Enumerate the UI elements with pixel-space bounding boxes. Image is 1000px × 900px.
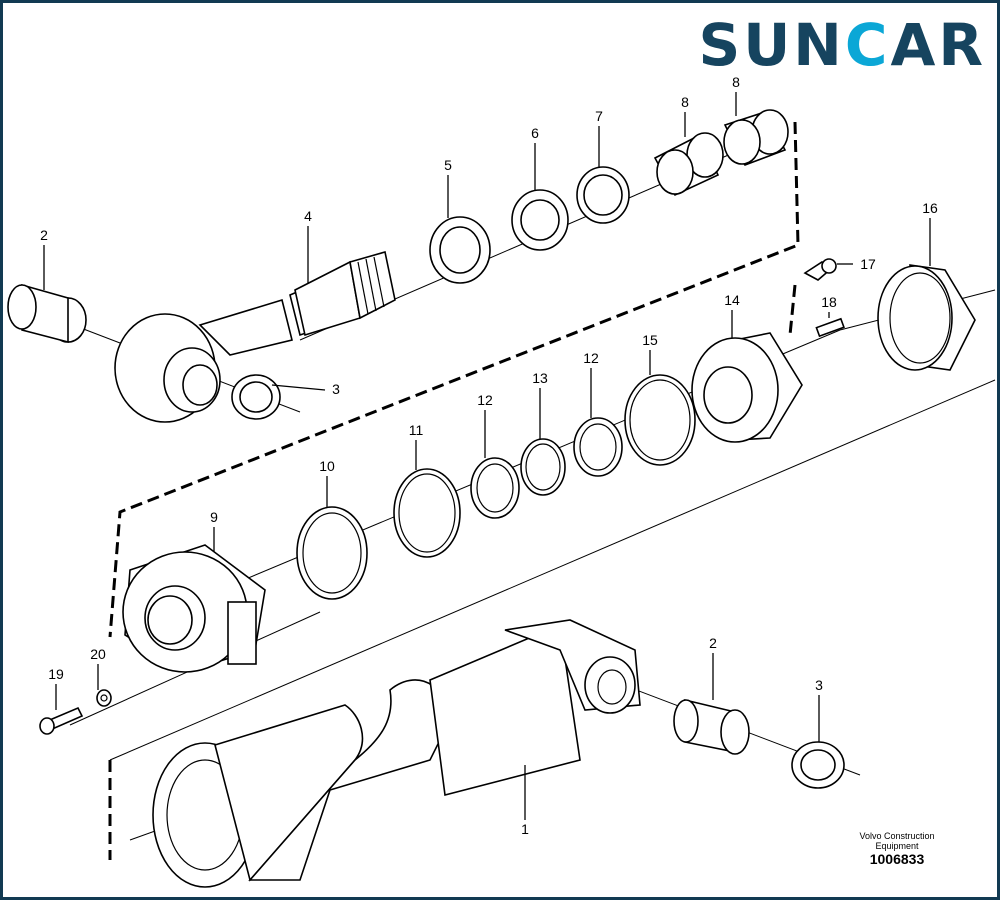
- callout-8-right: 8: [732, 74, 740, 90]
- callout-12-right: 12: [583, 350, 599, 366]
- caption-line-2: Equipment: [875, 841, 919, 851]
- break-lines: [108, 121, 996, 860]
- screw-17: [803, 258, 837, 281]
- logo-text-sun: SUN: [698, 11, 845, 79]
- screw-19: [39, 706, 84, 735]
- callout-7: 7: [595, 108, 603, 124]
- callout-9: 9: [210, 509, 218, 525]
- bushing-8-right: [723, 109, 789, 167]
- ring-16: [877, 264, 976, 371]
- callout-16: 16: [922, 200, 938, 216]
- callout-2-bottom: 2: [709, 635, 717, 651]
- callout-6: 6: [531, 125, 539, 141]
- bushing-2-bottom: [673, 698, 750, 755]
- callout-10: 10: [319, 458, 335, 474]
- seal-5: [429, 216, 491, 284]
- callout-20: 20: [90, 646, 106, 662]
- drawing-number: 1006833: [869, 851, 925, 867]
- callout-15: 15: [642, 332, 658, 348]
- callout-14: 14: [724, 292, 740, 308]
- bushing-2-top: [7, 283, 87, 344]
- washer-20: [96, 689, 112, 707]
- seal-ring-10: [296, 506, 368, 600]
- callout-2-top: 2: [40, 227, 48, 243]
- piston-9: [122, 544, 266, 673]
- callout-11: 11: [409, 422, 424, 438]
- rod-threaded-end-4: [294, 250, 396, 337]
- seal-ring-15: [624, 374, 696, 466]
- ring-7: [576, 166, 630, 224]
- seal-ring-12-right: [573, 417, 623, 477]
- seal-ring-11: [393, 468, 461, 558]
- cylinder-head-14: [691, 332, 803, 443]
- callout-8-left: 8: [681, 94, 689, 110]
- seal-ring-12-left: [470, 457, 520, 519]
- seal-3-top: [231, 374, 281, 420]
- callout-12-left: 12: [477, 392, 493, 408]
- caption-line-1: Volvo Construction: [859, 831, 935, 841]
- callout-17: 17: [860, 256, 876, 272]
- manufacturer-caption: Volvo Construction Equipment: [838, 831, 956, 851]
- seal-3-bottom: [791, 741, 845, 789]
- callout-18: 18: [821, 294, 837, 310]
- suncar-logo: SUNCAR: [698, 10, 986, 80]
- callout-1: 1: [521, 821, 529, 837]
- bushing-8-left: [653, 132, 724, 197]
- pin-18: [815, 317, 845, 338]
- callout-13: 13: [532, 370, 548, 386]
- callout-5: 5: [444, 157, 452, 173]
- ring-6: [511, 189, 569, 251]
- callouts: 2 4 5 6 7 8 8 3 9 10 11 12 13 12 15 14 1…: [40, 74, 938, 837]
- cylinder-tube-1: [152, 619, 641, 888]
- callout-4: 4: [304, 208, 312, 224]
- callout-3-bottom: 3: [815, 677, 823, 693]
- logo-text-ar: AR: [890, 11, 986, 79]
- callout-19: 19: [48, 666, 64, 682]
- logo-text-c: C: [844, 11, 891, 79]
- callout-3-top: 3: [332, 381, 340, 397]
- leader-lines: [43, 92, 931, 820]
- seal-ring-13: [520, 438, 566, 496]
